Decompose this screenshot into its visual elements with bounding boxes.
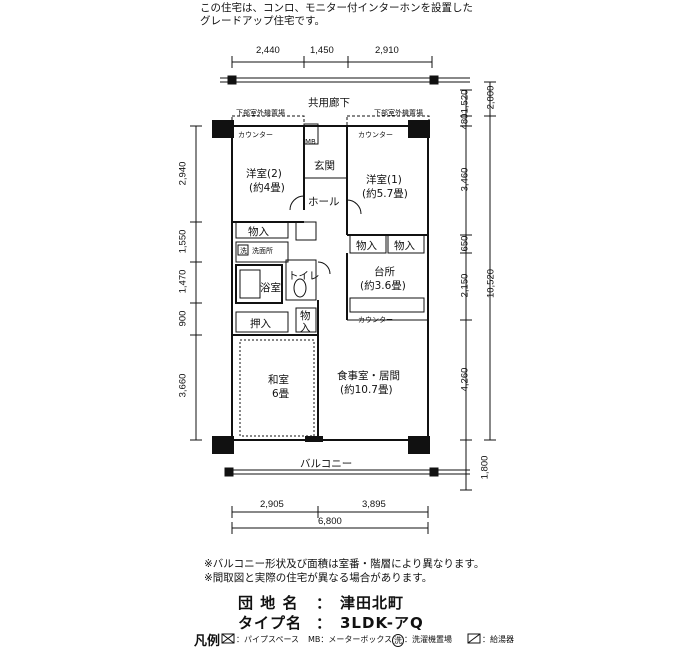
colon-2: ： [316, 614, 333, 632]
closet-western2: 物入 [248, 226, 269, 238]
oshiire-label: 押入 [250, 318, 271, 330]
dim-right-4: 4,260 [459, 367, 471, 392]
dim-top-1: 2,440 [256, 45, 280, 56]
toilet-label: トイレ [288, 270, 320, 282]
legend-wash-mark: 洗 [392, 634, 404, 647]
ldk-size: (約10.7畳) [340, 384, 393, 396]
closet-kitchen-1: 物入 [356, 240, 377, 252]
corridor-label: 共用廊下 [308, 97, 350, 109]
kitchen-name: 台所 [374, 266, 395, 278]
dim-top-3: 2,910 [375, 45, 399, 56]
counter-kitchen: カウンター [358, 316, 393, 324]
note-1: ※バルコニー形状及び面積は室番・階層により異なります。 [204, 558, 485, 570]
legend-heater: ：給湯器 [482, 635, 514, 644]
counter-left: カウンター [238, 131, 273, 139]
dim-right-top-2: 480 [459, 113, 471, 130]
dim-right-2: 650 [459, 235, 471, 252]
closet-kitchen-2: 物入 [394, 240, 415, 252]
washroom-label: 洗面所 [252, 247, 273, 255]
outdoor-unit-right: 下部室外機置場 [374, 109, 423, 117]
dim-left-5: 3,660 [177, 373, 189, 398]
legend-wash: ：洗濯機置場 [404, 635, 452, 644]
western2-size: (約4畳) [249, 182, 285, 194]
dim-right-total: 10,520 [485, 268, 497, 299]
type-value: 3LDK-アQ [340, 614, 424, 632]
mb-label: MB [305, 138, 316, 146]
counter-right: カウンター [358, 131, 393, 139]
western1-name: 洋室(1) [366, 174, 402, 186]
dim-right-1: 3,460 [459, 167, 471, 192]
ldk-name: 食事室・居間 [337, 370, 400, 382]
header-line-1: この住宅は、コンロ、モニター付インターホンを設置した [200, 2, 473, 14]
western2-name: 洋室(2) [246, 168, 282, 180]
western1-size: (約5.7畳) [362, 188, 408, 200]
closet-small-2: 入 [300, 322, 311, 334]
note-2: ※間取図と実際の住宅が異なる場合があります。 [204, 572, 433, 584]
dim-top-2: 1,450 [310, 45, 334, 56]
colon-1: ： [316, 594, 333, 612]
japanese-room-size: 6畳 [272, 388, 290, 400]
dim-bottom-total: 6,800 [318, 516, 342, 527]
dim-bottom-2: 3,895 [362, 499, 386, 510]
dim-left-3: 1,470 [177, 269, 189, 294]
complex-value: 津田北町 [340, 594, 405, 612]
hall-label: ホール [308, 196, 340, 208]
dim-right-3: 2,150 [459, 273, 471, 298]
bath-label: 浴室 [260, 282, 281, 294]
legend-mb: MB：メーターボックス [308, 635, 393, 644]
closet-small-1: 物 [300, 310, 311, 322]
complex-label: 団 地 名 [238, 594, 299, 612]
dim-right-outer-top: 2,000 [485, 85, 497, 110]
kitchen-size: (約3.6畳) [360, 280, 406, 292]
dim-left-2: 1,550 [177, 229, 189, 254]
balcony-label: バルコニー [300, 458, 353, 470]
japanese-room-name: 和室 [268, 374, 289, 386]
entrance-label: 玄関 [314, 160, 335, 172]
dim-right-bottom: 1,800 [479, 455, 491, 480]
washroom-mark: 洗 [240, 247, 247, 255]
dim-bottom-1: 2,905 [260, 499, 284, 510]
type-label: タイプ名 [238, 614, 303, 632]
dim-left-4: 900 [177, 310, 189, 327]
outdoor-unit-left: 下部室外機置場 [236, 109, 285, 117]
dim-left-1: 2,940 [177, 161, 189, 186]
legend-title: 凡例 [194, 634, 221, 649]
legend-pipe: ：パイプスペース [236, 635, 300, 644]
header-line-2: グレードアップ住宅です。 [200, 15, 325, 27]
